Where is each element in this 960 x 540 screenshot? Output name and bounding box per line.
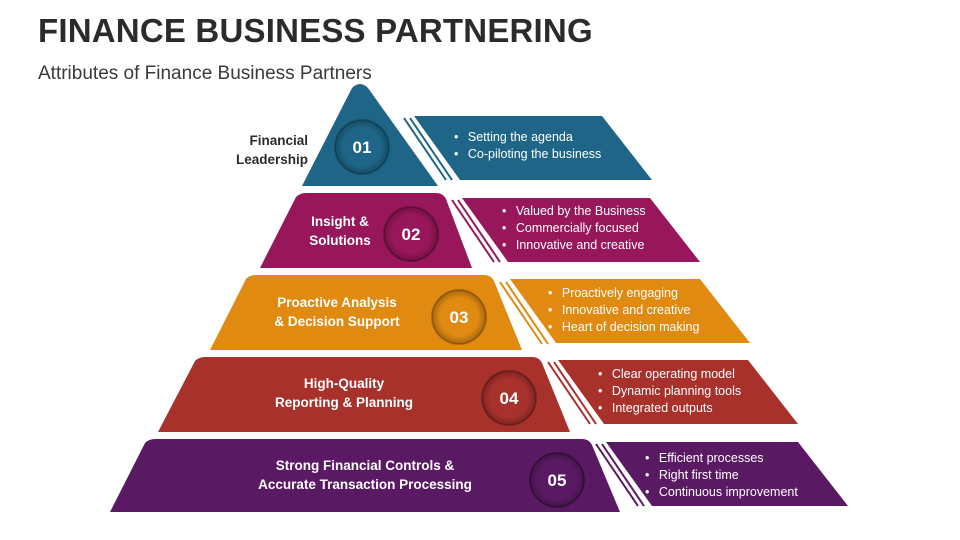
level-4-card [558, 360, 798, 424]
level-4-number-badge: 04 [481, 370, 537, 426]
level-1-label-line-1: Financial [249, 133, 308, 148]
level-5-label-line-1: Strong Financial Controls & [276, 458, 455, 473]
level-2-number-badge: 02 [383, 206, 439, 262]
level-1-card [414, 116, 652, 180]
level-1-number: 01 [353, 138, 372, 157]
level-5-shape [110, 439, 620, 512]
level-2-label-line-2: Solutions [309, 233, 371, 248]
level-3-bullet-2: • Innovative and creative [548, 303, 690, 317]
level-4-bullet-1: • Clear operating model [598, 367, 735, 381]
level-2-card [462, 198, 700, 262]
level-3-label-line-2: & Decision Support [274, 314, 400, 329]
level-2-label-line-1: Insight & [311, 214, 369, 229]
pyramid-level-3: 03 Proactive Analysis & Decision Support… [210, 275, 750, 350]
level-2-bullet-2: • Commercially focused [502, 221, 639, 235]
level-1-connector [403, 117, 453, 181]
page-title: FINANCE BUSINESS PARTNERING [38, 12, 593, 49]
level-4-connector [547, 361, 597, 425]
level-1-label-line-2: Leadership [236, 152, 308, 167]
level-1-bullet-2: • Co-piloting the business [454, 147, 601, 161]
level-5-bullet-3: • Continuous improvement [645, 485, 798, 499]
level-3-label-line-1: Proactive Analysis [277, 295, 397, 310]
level-5-number: 05 [548, 471, 567, 490]
pyramid-level-5: 05 Strong Financial Controls & Accurate … [110, 439, 848, 512]
level-2-bullet-1: • Valued by the Business [502, 204, 646, 218]
level-1-bullet-1: • Setting the agenda [454, 130, 573, 144]
level-5-bullet-1: • Efficient processes [645, 451, 764, 465]
level-5-connector [595, 443, 645, 507]
level-3-number-badge: 03 [431, 289, 487, 345]
level-5-number-badge: 05 [529, 452, 585, 508]
pyramid-level-1: 01 Financial Leadership • Setting the ag… [236, 84, 652, 186]
level-4-number: 04 [500, 389, 519, 408]
level-2-connector [451, 199, 501, 263]
level-2-bullet-3: • Innovative and creative [502, 238, 644, 252]
level-4-bullet-2: • Dynamic planning tools [598, 384, 741, 398]
level-3-bullet-3: • Heart of decision making [548, 320, 699, 334]
level-5-label-line-2: Accurate Transaction Processing [258, 477, 472, 492]
level-4-label-line-1: High-Quality [304, 376, 385, 391]
pyramid-level-4: 04 High-Quality Reporting & Planning • C… [158, 357, 798, 432]
level-5-card [606, 442, 848, 506]
level-4-bullet-3: • Integrated outputs [598, 401, 713, 415]
level-3-connector [499, 281, 549, 345]
level-4-label-line-2: Reporting & Planning [275, 395, 413, 410]
level-2-shape [260, 193, 472, 268]
pyramid-level-2: 02 Insight & Solutions • Valued by the B… [260, 193, 700, 268]
level-2-number: 02 [402, 225, 421, 244]
level-3-number: 03 [450, 308, 469, 327]
level-3-bullet-1: • Proactively engaging [548, 286, 678, 300]
level-4-shape [158, 357, 570, 432]
level-3-card [510, 279, 750, 343]
page-subtitle: Attributes of Finance Business Partners [38, 63, 372, 84]
level-1-number-badge: 01 [334, 119, 390, 175]
level-5-bullet-2: • Right first time [645, 468, 739, 482]
